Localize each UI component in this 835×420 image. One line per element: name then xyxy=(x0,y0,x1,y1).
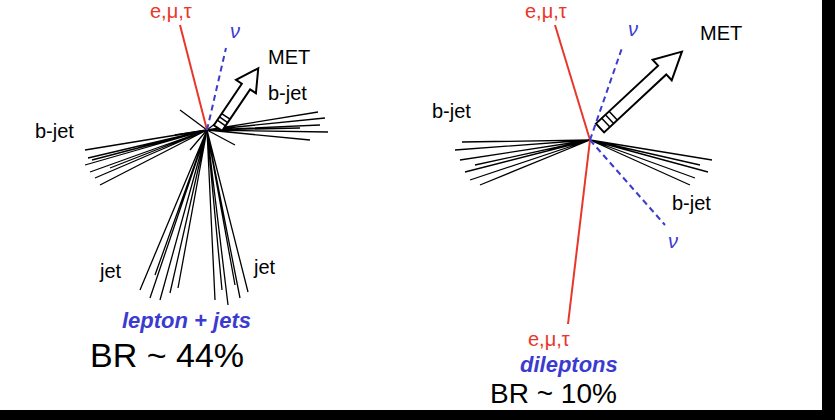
met-arrow xyxy=(208,62,268,135)
neutrino-label: ν xyxy=(628,18,638,41)
branching-ratio: BR ~ 44% xyxy=(90,338,244,372)
lepton-label: e,μ,τ xyxy=(150,0,192,23)
b-jet-lines xyxy=(85,130,207,185)
lepton-label: e,μ,τ xyxy=(528,328,570,351)
branching-ratio: BR ~ 10% xyxy=(490,380,617,408)
neutrino-label: ν xyxy=(230,20,240,43)
neutrino-label: ν xyxy=(668,230,678,253)
lepton-line xyxy=(568,140,590,324)
met-label: MET xyxy=(700,22,742,45)
channel-name: lepton + jets xyxy=(122,308,251,333)
neutrino-line xyxy=(590,140,665,225)
b-jet-lines xyxy=(455,140,590,185)
lepton-line xyxy=(180,25,207,130)
jet-label: b-jet xyxy=(268,82,307,105)
jet-label: jet xyxy=(254,256,275,279)
jet-label: b-jet xyxy=(35,120,74,143)
b-jet-lines xyxy=(590,140,712,185)
extra-tracks xyxy=(175,110,235,150)
jet-lines xyxy=(207,130,248,305)
met-arrow xyxy=(590,41,691,138)
jet-label: jet xyxy=(100,260,121,283)
lepton-label: e,μ,τ xyxy=(525,0,567,23)
jet-label: b-jet xyxy=(672,192,711,215)
met-label: MET xyxy=(268,46,310,69)
b-jet-lines xyxy=(207,112,328,140)
jet-label: b-jet xyxy=(432,100,471,123)
lepton-line xyxy=(555,25,590,140)
channel-name: dileptons xyxy=(520,352,618,377)
jet-lines xyxy=(140,130,207,300)
